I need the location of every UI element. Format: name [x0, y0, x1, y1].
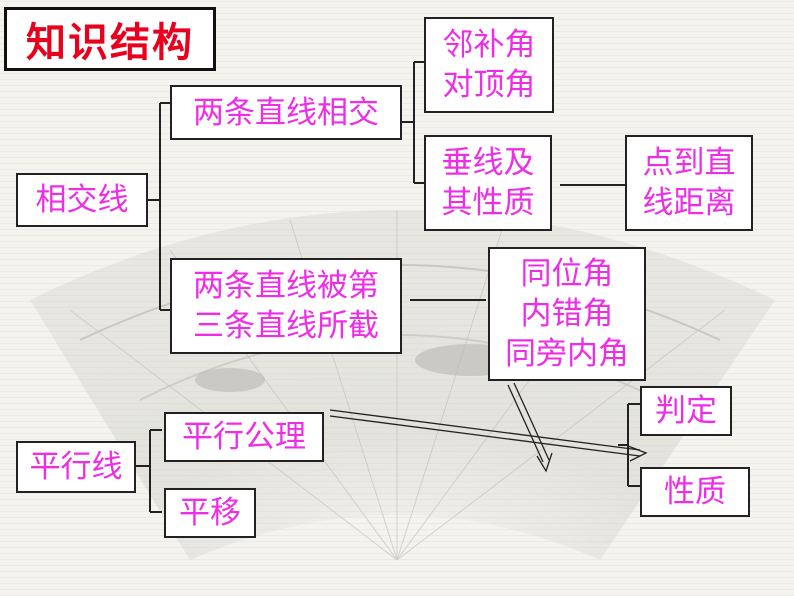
node-label: 邻补角: [442, 27, 536, 63]
node-criteria: 判定: [640, 386, 732, 436]
node-label: 判定: [655, 393, 717, 429]
node-angle-types: 同位角 内错角 同旁内角: [488, 247, 646, 381]
node-label: 同旁内角: [505, 336, 629, 372]
node-xiangjiaoxian: 相交线: [16, 173, 148, 227]
node-label: 线距离: [642, 185, 736, 221]
node-label: 垂线及: [441, 145, 535, 181]
node-translation: 平移: [164, 488, 256, 538]
node-transversal: 两条直线被第 三条直线所截: [170, 258, 402, 354]
node-point-line-distance: 点到直 线距离: [625, 135, 753, 231]
node-properties: 性质: [640, 467, 750, 517]
node-label: 平移: [179, 495, 241, 531]
node-label: 对顶角: [442, 67, 536, 103]
node-parallel-axiom: 平行公理: [164, 412, 324, 462]
node-label: 性质: [664, 474, 726, 510]
node-label: 内错角: [520, 296, 614, 332]
node-label: 三条直线所截: [193, 308, 379, 344]
node-adjacent-vertical-angles: 邻补角 对顶角: [424, 17, 554, 113]
node-label: 平行线: [29, 449, 123, 485]
page-title: 知识结构: [4, 7, 216, 71]
node-two-lines-intersect: 两条直线相交: [170, 85, 402, 140]
node-label: 相交线: [35, 182, 129, 218]
node-label: 平行公理: [182, 419, 306, 455]
node-label: 同位角: [520, 256, 614, 292]
node-label: 两条直线相交: [193, 94, 379, 131]
node-label: 点到直: [642, 145, 736, 181]
node-parallel-lines: 平行线: [16, 441, 136, 493]
node-label: 其性质: [441, 185, 535, 221]
node-perpendicular: 垂线及 其性质: [424, 135, 552, 231]
node-label: 两条直线被第: [193, 268, 379, 304]
